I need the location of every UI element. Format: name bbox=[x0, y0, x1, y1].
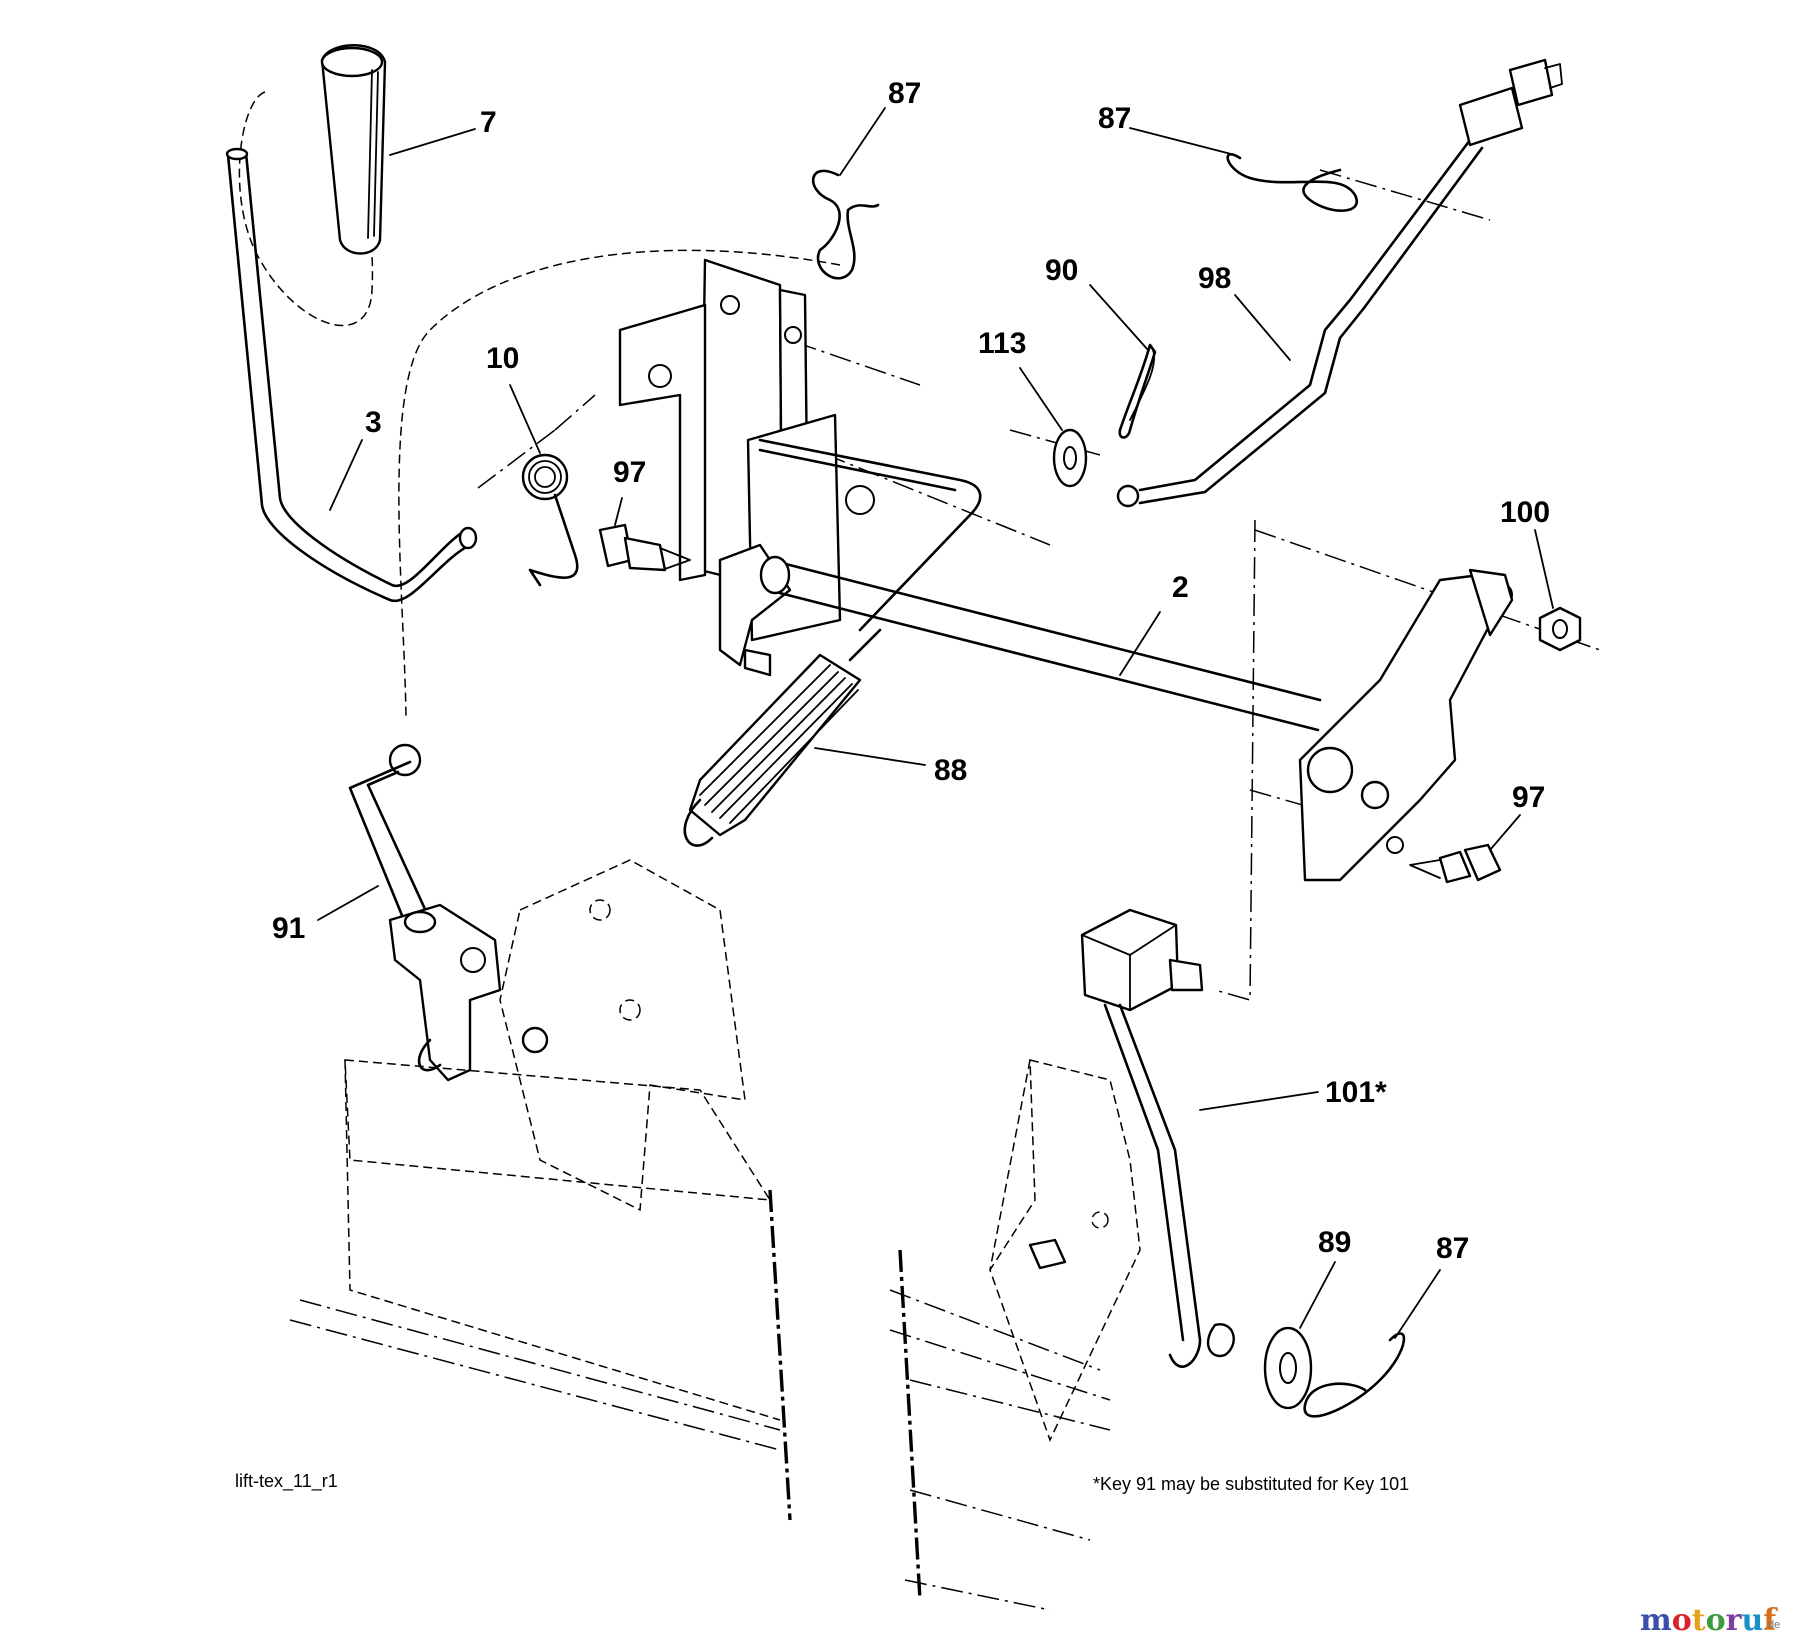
hairpin-clip-87-bottom bbox=[1303, 1332, 1406, 1418]
callout-101: 101* bbox=[1325, 1076, 1387, 1109]
callout-89: 89 bbox=[1318, 1226, 1351, 1259]
callout-90: 90 bbox=[1045, 254, 1078, 287]
callout-10: 10 bbox=[486, 342, 519, 375]
drawing-id: lift-tex_11_r1 bbox=[235, 1471, 338, 1492]
hairpin-clip-87-top bbox=[812, 169, 880, 280]
callout-87-upper-right: 87 bbox=[1098, 102, 1131, 135]
mounting-bracket bbox=[618, 258, 875, 677]
leader-lines bbox=[317, 107, 1554, 1339]
lift-link-91 bbox=[348, 743, 549, 1082]
watermark-letter: o bbox=[1672, 1603, 1692, 1638]
bolt-left bbox=[598, 523, 691, 572]
bolt-right bbox=[1409, 843, 1502, 884]
callout-97-right: 97 bbox=[1512, 781, 1545, 814]
watermark-name: motoruf bbox=[1640, 1603, 1778, 1638]
callout-98: 98 bbox=[1198, 262, 1231, 295]
right-lift-arm bbox=[1298, 568, 1514, 882]
lift-handle-rod bbox=[225, 147, 478, 603]
watermark-suffix: .de bbox=[1765, 1619, 1780, 1631]
torsion-spring bbox=[521, 453, 579, 587]
bracket-rod bbox=[758, 438, 982, 632]
hairpin-clip-87-upper-right bbox=[1226, 153, 1358, 212]
watermark-letter: o bbox=[1706, 1603, 1726, 1638]
callouts: 7 87 87 90 98 113 10 3 97 2 100 88 97 91… bbox=[272, 77, 1550, 1265]
callout-113: 113 bbox=[978, 327, 1026, 360]
callout-88: 88 bbox=[934, 754, 967, 787]
footnote: *Key 91 may be substituted for Key 101 bbox=[1093, 1474, 1409, 1494]
hairpin-clip-90 bbox=[1118, 343, 1157, 439]
callout-87-bottom: 87 bbox=[1436, 1232, 1469, 1265]
washer-113 bbox=[1052, 428, 1088, 488]
callout-87-top: 87 bbox=[888, 77, 921, 110]
callout-100: 100 bbox=[1500, 496, 1550, 529]
watermark-logo: motoruf .de bbox=[1640, 1603, 1780, 1638]
callout-7: 7 bbox=[480, 106, 497, 139]
grip-part bbox=[320, 44, 387, 255]
lift-shaft bbox=[759, 555, 1322, 732]
lift-link-101 bbox=[1080, 908, 1235, 1368]
washer-89 bbox=[1263, 1326, 1313, 1410]
callout-91: 91 bbox=[272, 912, 305, 945]
callout-3: 3 bbox=[365, 406, 382, 439]
watermark-letter: u bbox=[1741, 1603, 1763, 1638]
deck-left bbox=[289, 859, 792, 1521]
deck-right bbox=[889, 1059, 1141, 1611]
watermark-letter: t bbox=[1692, 1603, 1706, 1638]
watermark-letter: r bbox=[1726, 1603, 1743, 1638]
watermark-letter: f bbox=[1763, 1603, 1778, 1638]
adjust-rod bbox=[1116, 58, 1563, 508]
callout-97-left: 97 bbox=[613, 456, 646, 489]
nut-right bbox=[1538, 606, 1582, 652]
callout-2: 2 bbox=[1172, 571, 1189, 604]
watermark-letter: m bbox=[1640, 1603, 1672, 1638]
extension-spring bbox=[683, 628, 882, 847]
construction-lines bbox=[238, 91, 1601, 1001]
